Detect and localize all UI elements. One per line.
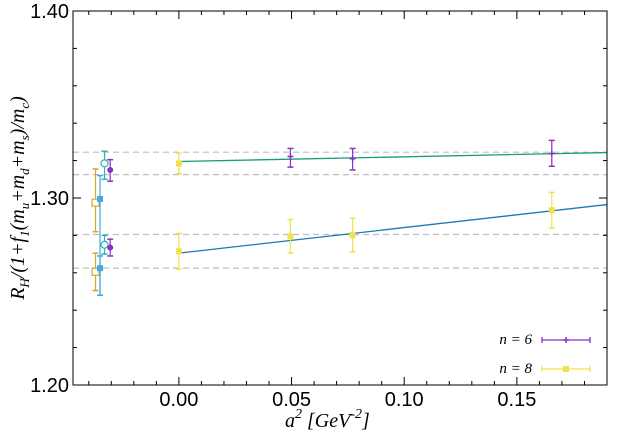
legend-sample-marker — [563, 366, 569, 372]
x-tick-label: 0.15 — [497, 389, 536, 411]
axis-ticks — [73, 10, 607, 386]
extrapolated-points — [91, 150, 114, 296]
series-n8-marker — [175, 248, 182, 255]
legend-label-n8: n = 8 — [499, 361, 532, 377]
x-tick-labels: 0.00 0.05 0.10 0.15 — [159, 389, 536, 411]
plot-frame — [72, 10, 608, 386]
extrapolated-point-marker — [107, 166, 114, 173]
y-tick-label: 1.20 — [30, 375, 69, 397]
legend-label-n6: n = 6 — [499, 332, 532, 348]
extrapolated-point-marker — [91, 267, 100, 276]
series-n8-marker — [548, 207, 555, 214]
legend: n = 6 n = 8 — [499, 332, 591, 377]
series-n8-marker — [349, 232, 356, 239]
svg-text:RH/(1+f1(mu+md+ms)/mc): RH/(1+f1(mu+md+ms)/mc) — [7, 96, 32, 301]
series-n8-marker — [287, 233, 294, 240]
x-tick-label: 0.10 — [385, 389, 424, 411]
data-points — [175, 139, 555, 270]
fit-lines — [178, 151, 608, 254]
x-tick-label: 0.00 — [159, 389, 198, 411]
y-axis-title: RH/(1+f1(mu+md+ms)/mc) — [7, 96, 32, 301]
y-tick-label: 1.30 — [30, 188, 69, 210]
extrapolated-point-marker — [107, 244, 114, 251]
extrapolated-point-marker — [97, 265, 104, 272]
extrapolated-point-marker — [91, 198, 100, 207]
extrapolated-point-marker — [97, 195, 104, 202]
x-axis-title: a2 [GeV-2] — [285, 407, 370, 432]
extrapolated-point-marker — [100, 159, 109, 168]
fit-line — [178, 151, 608, 163]
extrapolated-point-marker — [100, 240, 109, 249]
y-tick-labels: 1.20 1.30 1.40 — [30, 1, 69, 397]
series-n8-marker — [175, 160, 182, 167]
fit-line — [178, 203, 608, 254]
y-tick-label: 1.40 — [30, 1, 69, 23]
reference-bands — [73, 151, 607, 269]
x-tick-label: 0.05 — [272, 389, 311, 411]
